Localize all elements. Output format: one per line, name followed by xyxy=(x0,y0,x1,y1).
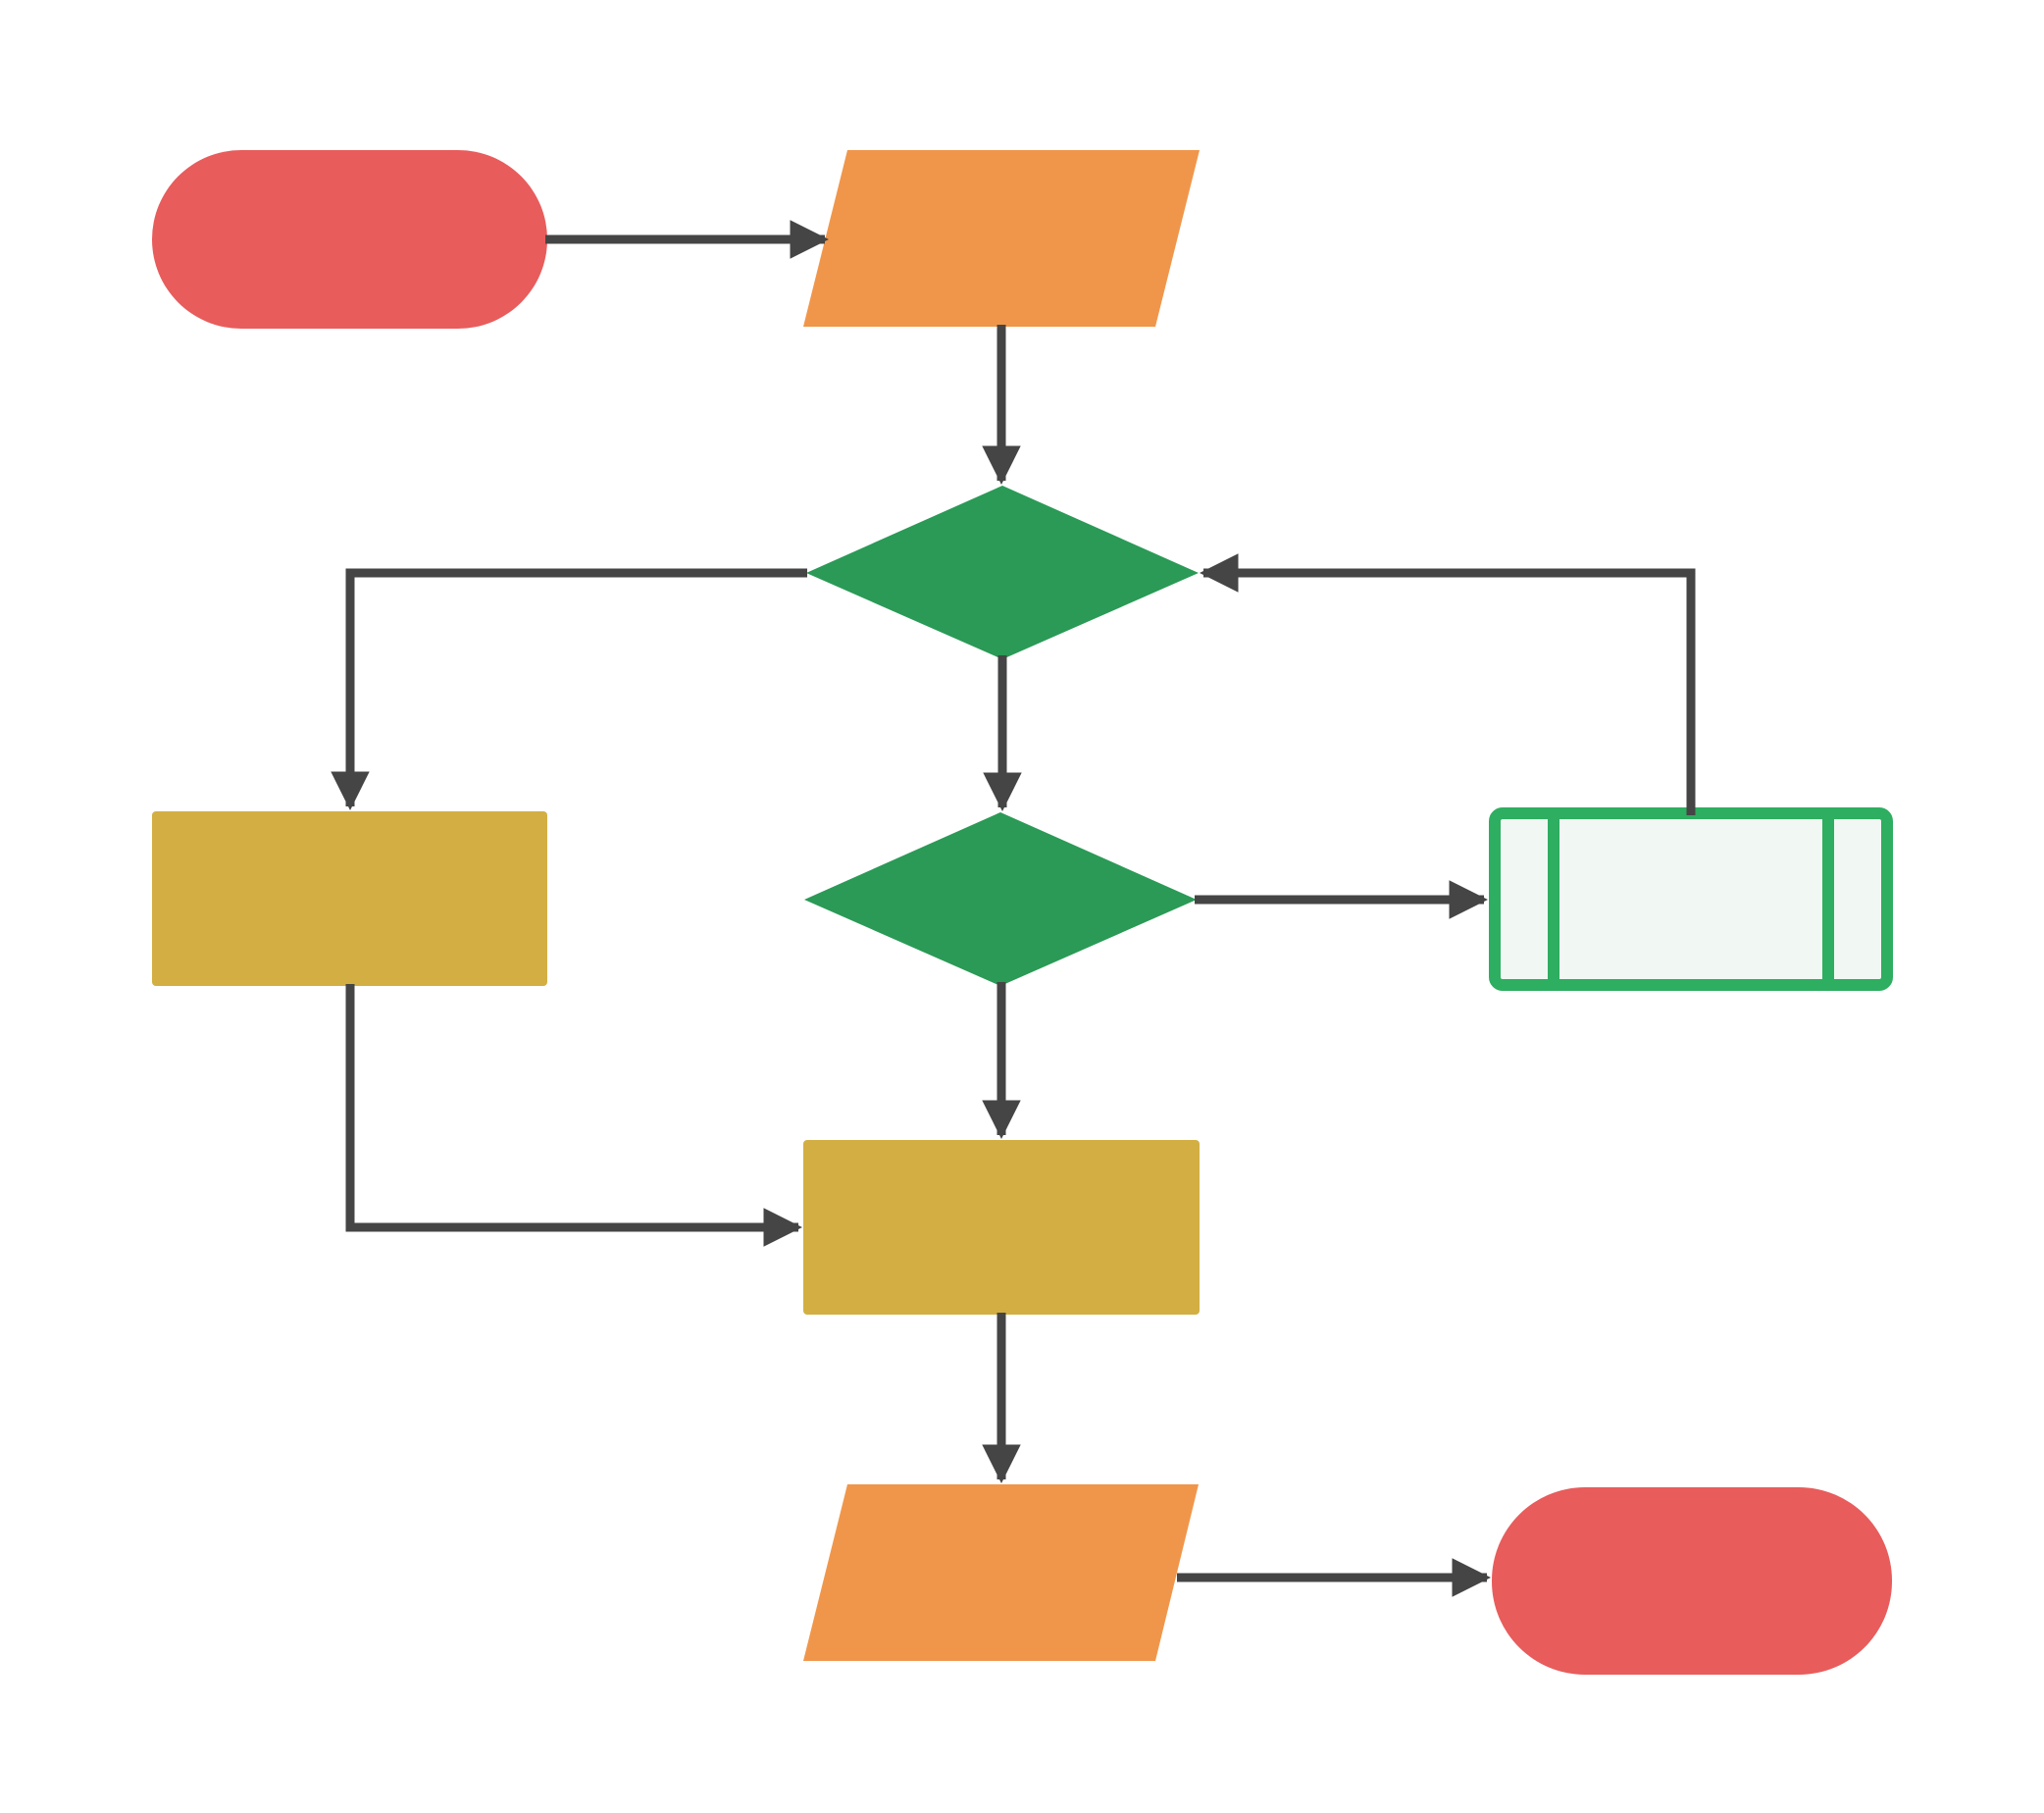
connectors xyxy=(331,220,1696,1597)
node-start-terminator xyxy=(152,150,547,329)
connector-process-left-to-process-center xyxy=(345,984,802,1247)
node-decision-2-diamond xyxy=(804,812,1197,986)
node-decision-1-diamond xyxy=(806,486,1199,659)
node-end-terminator xyxy=(1492,1487,1892,1675)
node-process-center-rectangle xyxy=(803,1140,1200,1315)
node-predefined-process xyxy=(1489,807,1893,991)
node-process-left-rectangle xyxy=(152,811,547,986)
connector-predefined-process-to-decision-1 xyxy=(1200,553,1696,815)
nodes xyxy=(152,150,1893,1675)
node-output-parallelogram xyxy=(803,1484,1199,1661)
node-input-parallelogram xyxy=(803,150,1200,327)
connector-decision-1-to-process-left xyxy=(331,568,807,810)
